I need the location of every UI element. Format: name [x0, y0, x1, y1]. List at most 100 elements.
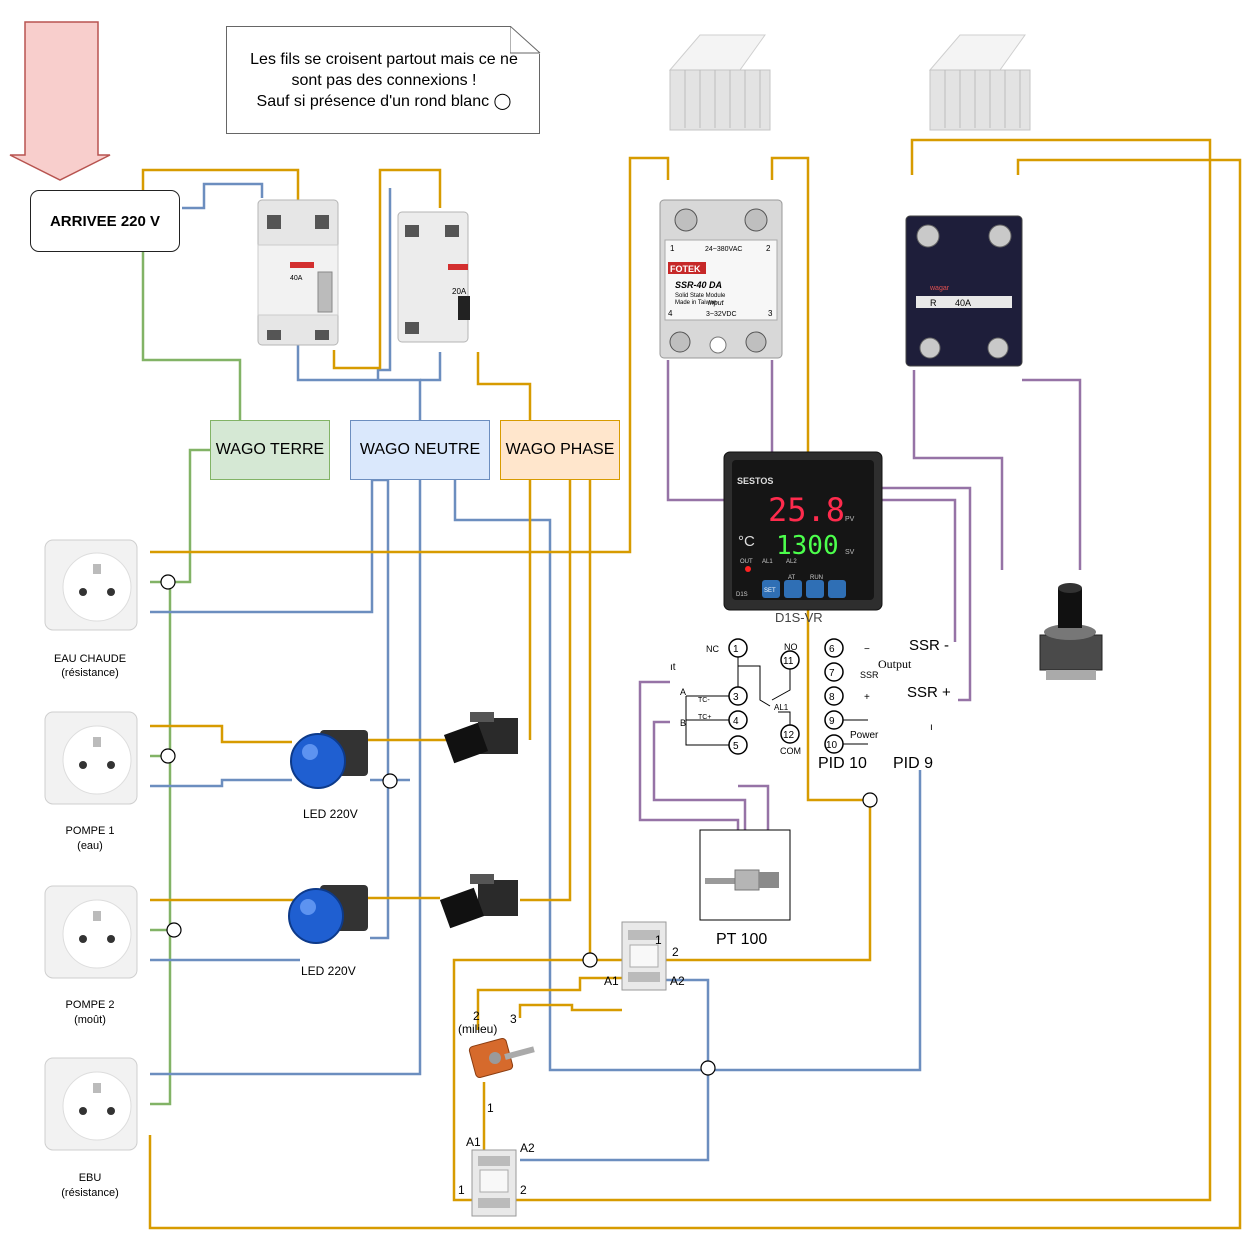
pid-al1: AL1	[762, 559, 773, 565]
contactor2-a1: A1	[466, 1135, 481, 1149]
pt100-label: PT 100	[716, 931, 767, 948]
socket4-name: EBU	[79, 1172, 102, 1184]
pid-up-button[interactable]	[828, 580, 846, 598]
pid-term-tc-minus: TC-	[698, 697, 710, 704]
socket-eau-chaude	[44, 539, 138, 631]
pid-pv-tag: PV	[845, 516, 855, 523]
ssr1-model: SSR-40 DA	[675, 280, 722, 290]
pid-term-b: B	[680, 718, 686, 728]
pid-term-12: 12	[783, 730, 795, 741]
ssr-black: R 40A wagar	[905, 215, 1023, 367]
circuit-breaker: 20A	[397, 211, 470, 343]
socket3-name: POMPE 2	[66, 999, 115, 1011]
ssr1-vdc: 3~32VDC	[706, 311, 737, 318]
earth-wires	[141, 250, 242, 1106]
pid-term-output: Output	[878, 657, 912, 671]
ssr2-brand: wagar	[929, 285, 950, 292]
socket1-name: EAU CHAUDE	[54, 653, 126, 665]
pid-terminal-diagram: 1 3 4 5 11 12 COM NC NO AL1 A B TC- TC+ …	[670, 638, 933, 756]
pid-term-no: NO	[784, 642, 798, 652]
pid-term-7: 7	[829, 668, 835, 679]
pid-at: AT	[788, 575, 796, 581]
pid-model-short: D1S	[736, 592, 748, 598]
note-fold-icon	[510, 26, 541, 54]
pid-brand: SESTOS	[737, 476, 773, 486]
pid-term-8: 8	[829, 692, 835, 703]
pid-left-button[interactable]	[784, 580, 802, 598]
selector-switch-2[interactable]	[439, 874, 518, 929]
contactor2-a2: A2	[520, 1141, 535, 1155]
toggle-t3: 3	[510, 1012, 517, 1026]
pid-al2: AL2	[786, 559, 797, 565]
socket-ebu	[44, 1057, 138, 1151]
pid-pv: 25.8	[768, 491, 845, 529]
ssr1-sub: Solid State Module	[675, 293, 726, 299]
pid-term-power: Power	[850, 730, 879, 741]
contactor-1	[621, 921, 667, 991]
ssr-fotek: FOTEK 24~380VAC SSR-40 DA Solid State Mo…	[659, 199, 783, 359]
rcd-breaker: 40A	[257, 199, 339, 346]
pid-term-9: 9	[829, 716, 835, 727]
potentiometer	[1039, 583, 1103, 680]
pid-term-10: 10	[826, 740, 838, 751]
pid-term-5: 5	[733, 741, 739, 752]
socket-pompe-1	[44, 711, 138, 805]
pid-term-11: 11	[783, 656, 794, 667]
pid-term-al1: AL1	[774, 703, 789, 712]
ssr-plus-label: SSR +	[907, 684, 951, 701]
breaker-rating: 20A	[452, 287, 467, 296]
socket2-name: POMPE 1	[66, 825, 115, 837]
pid-term-4: 4	[733, 716, 739, 727]
led-1	[290, 730, 368, 789]
arrivee-box: ARRIVEE 220 V	[30, 190, 180, 252]
pid-term-left-cut: ıt	[670, 662, 676, 673]
wago-neutre: WAGO NEUTRE	[350, 420, 490, 480]
pid-unit: °C	[738, 533, 755, 550]
socket4-sub: (résistance)	[61, 1187, 118, 1199]
pid-set-button[interactable]	[762, 580, 780, 598]
pid-term-a: A	[680, 687, 686, 697]
ssr1-vac: 24~380VAC	[705, 246, 742, 253]
ssr1-t3: 3	[768, 309, 773, 318]
ssr1-input: Input	[708, 300, 725, 307]
contactor1-t1: 1	[655, 933, 662, 947]
pid-set-label: SET	[764, 588, 776, 594]
wago-terre: WAGO TERRE	[210, 420, 330, 480]
ssr2-rating: 40A	[955, 298, 971, 308]
contactor2-t2: 2	[520, 1183, 527, 1197]
pid10-label: PID 10	[818, 755, 867, 772]
pid-term-3: 3	[733, 692, 739, 703]
wago-phase: WAGO PHASE	[500, 420, 620, 480]
pid-term-ssr: SSR	[860, 670, 879, 680]
pid-model-cut: D1S-VR	[775, 610, 823, 625]
rcd-rating: 40A	[290, 275, 303, 282]
contactor2-t1: 1	[458, 1183, 465, 1197]
toggle-t2: 2	[473, 1009, 480, 1023]
pid-out: OUT	[740, 559, 753, 565]
led-2	[288, 885, 368, 944]
supply-arrow	[9, 21, 111, 181]
toggle-switch[interactable]	[468, 1038, 535, 1079]
neutral-wires	[150, 182, 922, 1162]
ssr-minus-label: SSR -	[909, 637, 949, 654]
pid-term-right-cut: ı	[930, 722, 933, 733]
pid-term-tc-plus: TC+	[698, 714, 711, 721]
ssr1-t2: 2	[766, 244, 771, 253]
selector-switch-1[interactable]	[443, 712, 518, 764]
pid-term-nc: NC	[706, 644, 719, 654]
socket3-sub: (moût)	[74, 1014, 106, 1026]
pid-term-6: 6	[829, 644, 835, 655]
pid-sv-tag: SV	[845, 549, 855, 556]
pid-term-1: 1	[733, 644, 739, 655]
heatsink-2	[928, 34, 1031, 131]
note-text: Les fils se croisent partout mais ce ne …	[250, 51, 518, 110]
socket1-sub: (résistance)	[61, 667, 118, 679]
ssr1-t1: 1	[670, 244, 675, 253]
led2-label: LED 220V	[301, 964, 356, 978]
socket2-sub: (eau)	[77, 840, 103, 852]
pid-term-minus: −	[864, 644, 870, 655]
pid-controller: SESTOS 25.8 PV °C 1300 SV OUT AL1 AL2 AT…	[723, 451, 883, 625]
heatsink-1	[668, 34, 771, 131]
pid-down-button[interactable]	[806, 580, 824, 598]
